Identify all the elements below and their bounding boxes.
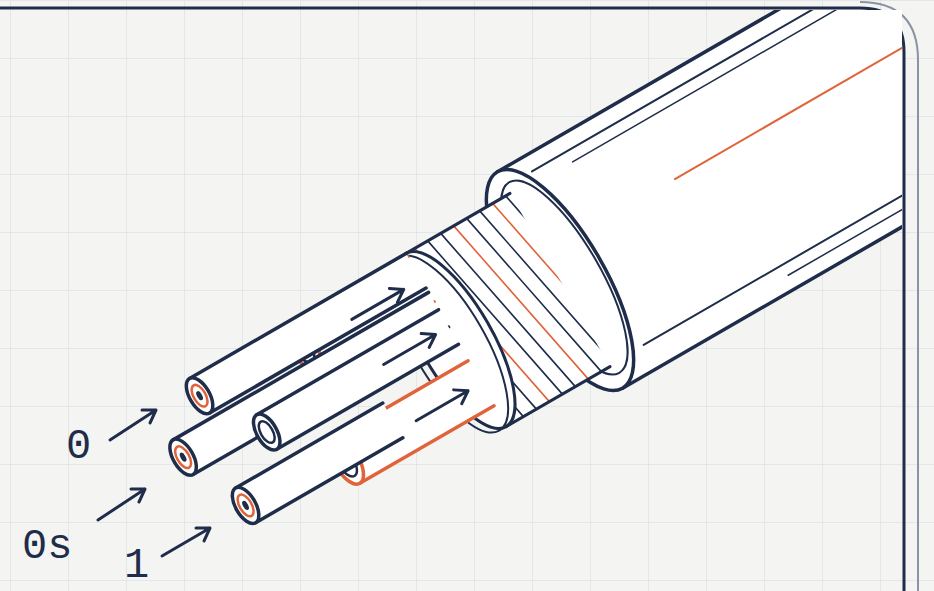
- bit-label: 0s: [22, 526, 72, 568]
- wire: [227, 403, 403, 528]
- flow-arrows: [348, 280, 472, 430]
- bit-label: 1: [124, 545, 149, 587]
- bit-label: 0: [66, 426, 91, 468]
- cable: [129, 10, 902, 591]
- leader-arrows: [98, 410, 210, 556]
